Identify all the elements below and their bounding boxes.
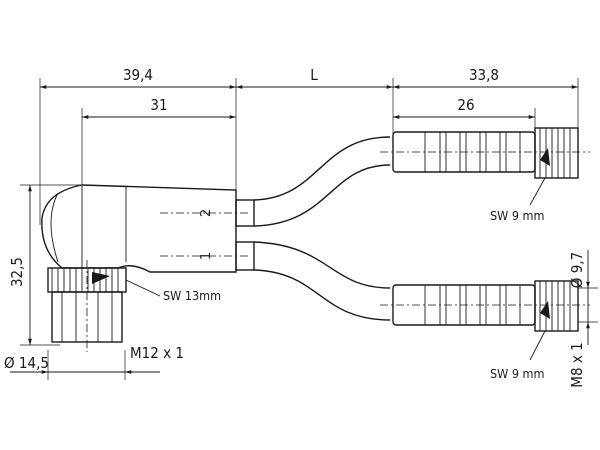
top-dimension-lines <box>39 78 579 225</box>
cables <box>253 136 391 321</box>
dim-angled-diameter: Ø 14,5 <box>4 354 49 372</box>
dim-socket-diameter: Ø 9,7 <box>568 252 586 288</box>
thread-angled: M12 x 1 <box>130 344 184 362</box>
dim-cable-length: L <box>310 66 318 84</box>
dim-angled-height: 32,5 <box>8 257 26 287</box>
upper-socket <box>380 127 590 206</box>
wrench-size-angled: SW 13mm <box>163 288 221 303</box>
wrench-size-lower: SW 9 mm <box>490 366 544 381</box>
pin-2-label: 2 <box>199 209 214 217</box>
dim-housing-length: 31 <box>150 96 167 114</box>
lower-socket <box>380 280 590 361</box>
wrench-size-upper: SW 9 mm <box>490 208 544 223</box>
right-dimension-lines <box>578 250 598 345</box>
dim-straight-connector-length: 33,8 <box>469 66 499 84</box>
thread-socket: M8 x 1 <box>568 342 586 387</box>
dim-angled-connector-length: 39,4 <box>123 66 153 84</box>
left-dimension-lines <box>10 184 160 380</box>
angled-connector <box>41 184 255 352</box>
dim-socket-length: 26 <box>457 96 474 114</box>
pin-1-label: 1 <box>199 252 214 260</box>
